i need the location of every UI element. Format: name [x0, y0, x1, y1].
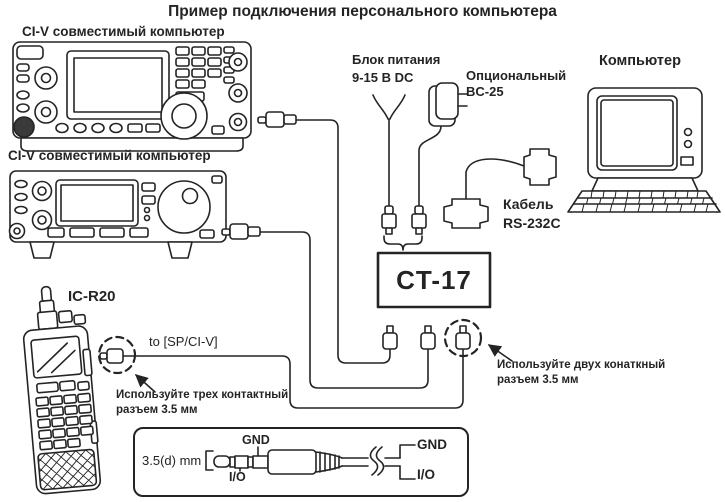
gnd-plug-label: GND [242, 433, 270, 447]
page-title: Пример подключения персонального компьют… [168, 3, 557, 20]
io-plug-label: I/O [229, 470, 246, 484]
arrow-note-two-contact [487, 344, 513, 362]
transceiver2-label: CI-V совместимый компьютер [8, 148, 211, 163]
rs232-cable-label: Кабель RS-232C [503, 195, 561, 233]
bc25-line1: Опциональный [466, 68, 567, 83]
cable-transceiver1-to-ct17 [295, 119, 391, 364]
dashed-circle-two-contact-plug [443, 318, 483, 358]
gnd-wire-label: GND [417, 437, 447, 452]
plug-size-label: 3.5(d) mm [142, 453, 202, 468]
plug-transceiver1 [257, 111, 297, 128]
note-two-contact-line2: разъем 3.5 мм [497, 374, 579, 386]
power-supply-label: Блок питания 9-15 В DC [352, 51, 440, 87]
ct17-bottom-plugs [382, 325, 471, 350]
icr20-label: IC-R20 [68, 288, 116, 305]
cable-transceiver2-to-ct17 [259, 231, 429, 389]
plug-transceiver2 [221, 223, 261, 240]
bc25-line2: BC-25 [466, 84, 504, 99]
io-wire-label: I/O [417, 467, 436, 482]
dc-plugs [381, 205, 427, 235]
plug-icr20 [99, 348, 124, 364]
power-supply-cable [372, 94, 406, 207]
bc25-adapter-drawing [428, 82, 468, 127]
note-three-contact: Используйте трех контактный разъем 3.5 м… [116, 388, 288, 418]
ct17-label: CT-17 [396, 264, 472, 295]
brace-to-ct17 [383, 235, 423, 251]
power-supply-line2: 9-15 В DC [352, 70, 414, 85]
arrow-note-three-contact [135, 374, 156, 393]
computer-label: Компьютер [599, 53, 681, 69]
transceiver2-drawing [8, 170, 227, 259]
sp-civ-jack-label: to [SP/CI-V] [149, 334, 218, 349]
dashed-circle-icr20-plug [97, 335, 137, 375]
power-supply-line1: Блок питания [352, 52, 441, 67]
cable-icr20-to-ct17 [122, 347, 464, 409]
transceiver1-drawing [12, 41, 252, 152]
plug-detail-drawing [133, 427, 469, 497]
rs232-line1: Кабель [503, 196, 554, 212]
transceiver1-label: CI-V совместимый компьютер [22, 24, 225, 39]
note-three-contact-line1: Используйте трех контактный [116, 389, 289, 401]
rs232-line2: RS-232C [503, 215, 561, 231]
bc25-cable [418, 125, 442, 207]
icr20-drawing [22, 285, 102, 495]
note-three-contact-line2: разъем 3.5 мм [116, 404, 198, 416]
ct17-box [376, 251, 492, 309]
note-two-contact-line1: Используйте двух конаткный [497, 359, 666, 371]
rs232-cable-drawing [443, 148, 557, 229]
computer-drawing [567, 87, 721, 213]
note-two-contact: Используйте двух конаткный разъем 3.5 мм [497, 358, 665, 388]
bc25-label: Опциональный BC-25 [466, 68, 566, 100]
